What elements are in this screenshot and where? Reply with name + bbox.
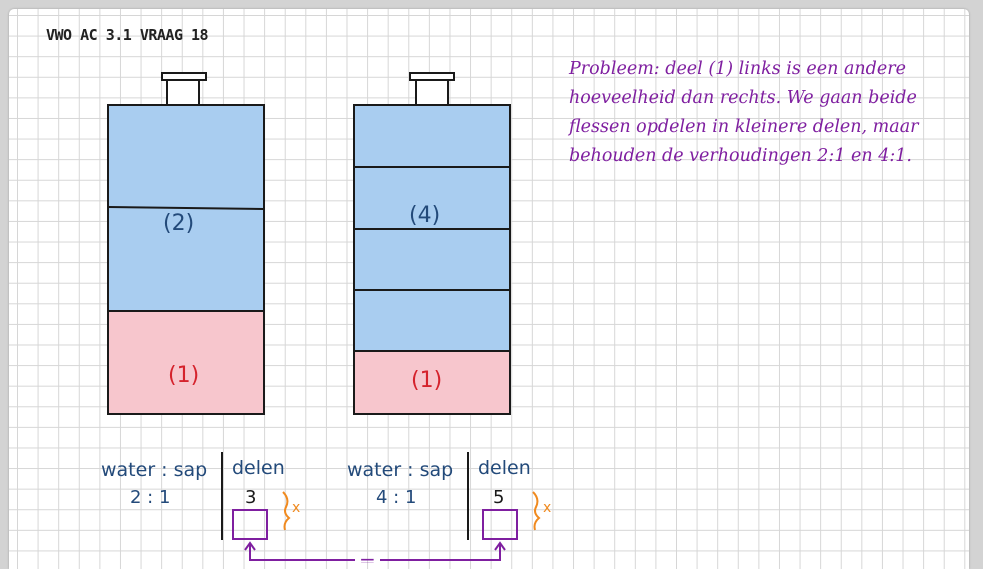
right-answer-box bbox=[482, 509, 518, 540]
left-multiplier-brace bbox=[282, 491, 291, 531]
connector-equals: = bbox=[359, 549, 376, 563]
left-bottle-divider bbox=[107, 206, 265, 210]
equal-connector: = bbox=[244, 541, 506, 563]
connector-arrowhead-right bbox=[494, 541, 506, 551]
connector-line bbox=[249, 543, 501, 561]
left-bottle: (2) (1) bbox=[107, 72, 265, 415]
left-ratio-values: 2 : 1 bbox=[130, 487, 170, 508]
right-water-label: (4) bbox=[409, 203, 440, 228]
right-juice-label: (1) bbox=[411, 368, 442, 393]
connector-arrowhead-left bbox=[244, 541, 256, 551]
right-parts-header: delen bbox=[478, 457, 531, 479]
right-ratio-header: water : sap bbox=[347, 459, 453, 481]
left-bottle-cap bbox=[161, 72, 207, 81]
right-ratio-table: water : sap 4 : 1 delen 5 x bbox=[347, 452, 551, 540]
page-title: VWO AC 3.1 VRAAG 18 bbox=[46, 26, 209, 44]
left-parts-value: 3 bbox=[245, 487, 256, 508]
left-bottle-juice bbox=[108, 311, 264, 414]
left-water-label: (2) bbox=[163, 211, 194, 236]
left-answer-box bbox=[232, 509, 268, 540]
left-ratio-table: water : sap 2 : 1 delen 3 x bbox=[101, 452, 300, 540]
right-multiplier: x bbox=[543, 500, 551, 516]
problem-statement: Probleem: deel (1) links is een andere h… bbox=[569, 59, 919, 166]
left-parts-header: delen bbox=[232, 457, 285, 479]
right-bottle-cap bbox=[409, 72, 455, 81]
right-bottle: (4) (1) bbox=[353, 72, 511, 415]
right-bottle-juice bbox=[354, 351, 510, 414]
right-multiplier-brace bbox=[532, 491, 541, 531]
left-bottle-neck bbox=[166, 79, 200, 106]
right-ratio-values: 4 : 1 bbox=[376, 487, 416, 508]
left-juice-label: (1) bbox=[168, 363, 199, 388]
left-ratio-header: water : sap bbox=[101, 459, 207, 481]
right-bottle-neck bbox=[415, 79, 449, 106]
right-parts-value: 5 bbox=[493, 487, 504, 508]
left-multiplier: x bbox=[292, 500, 300, 516]
